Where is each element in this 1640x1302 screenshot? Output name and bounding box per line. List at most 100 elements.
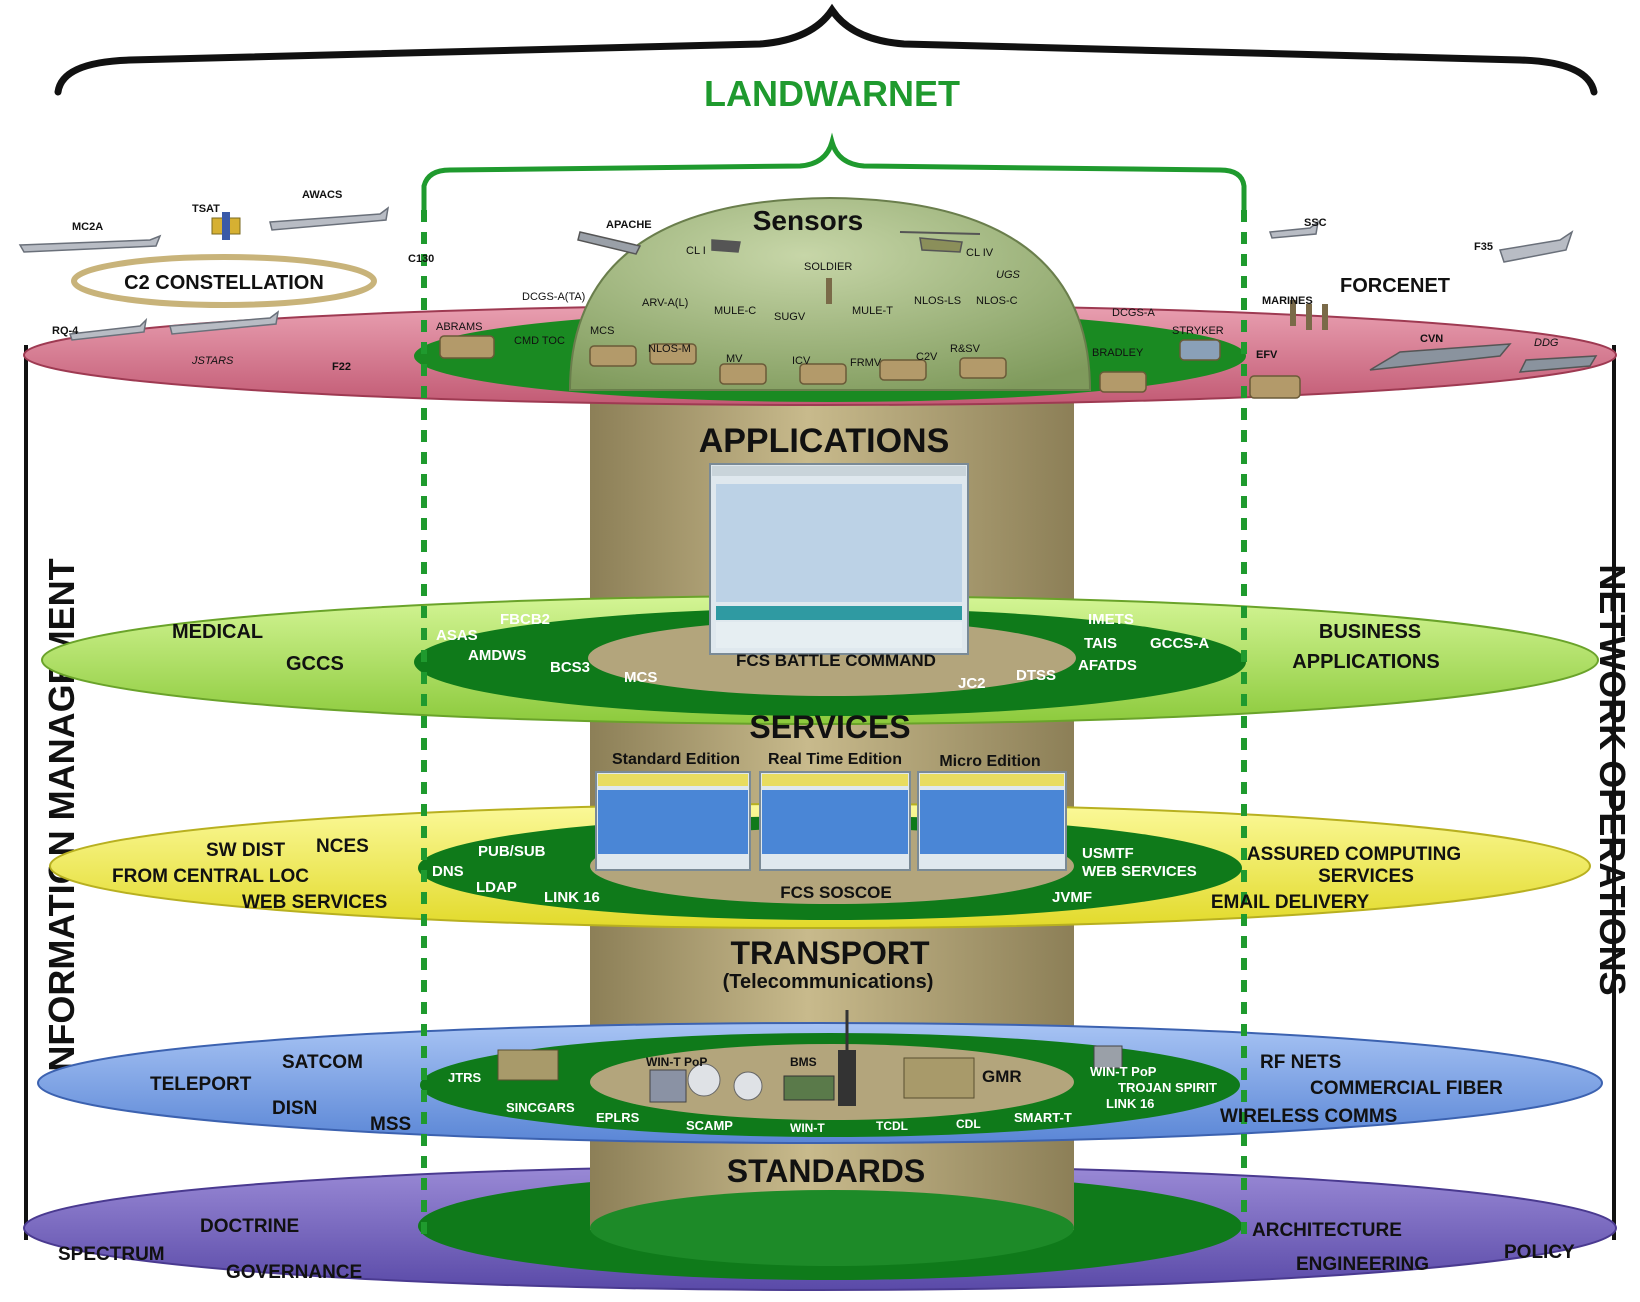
asset-label: TSAT: [192, 203, 220, 215]
asset-label: MV: [726, 353, 743, 365]
asset-label: NLOS-C: [976, 295, 1018, 307]
svc-label: EMAIL DELIVERY: [1211, 892, 1370, 913]
asset-label: BRADLEY: [1092, 347, 1144, 359]
asset-label: DCGS-A(TA): [522, 291, 585, 303]
tx-label: WIRELESS COMMS: [1220, 1106, 1397, 1127]
c2-constellation-label: C2 CONSTELLATION: [124, 272, 324, 294]
asset-label: MC2A: [72, 221, 103, 233]
svc-label: PUB/SUB: [478, 843, 546, 860]
applications-title: APPLICATIONS: [699, 422, 950, 460]
transport-center-labels: WIN-T PoP BMS WIN-T TCDL CDL GMR: [646, 1055, 1022, 1135]
tx-label: MSS: [370, 1114, 411, 1135]
app-label: MEDICAL: [172, 621, 263, 643]
std-label: DOCTRINE: [200, 1216, 299, 1237]
asset-label: STRYKER: [1172, 325, 1224, 337]
vehicle-icons: [439, 335, 1301, 399]
tx-label: RF NETS: [1260, 1052, 1341, 1073]
asset-label: SUGV: [774, 311, 806, 323]
app-label: GCCS-A: [1150, 635, 1209, 652]
asset-label: F22: [332, 361, 351, 373]
asset-label: DCGS-A: [1112, 307, 1155, 319]
asset-label: DDG: [1534, 337, 1559, 349]
services-right-labels: ASSURED COMPUTING SERVICES EMAIL DELIVER…: [1211, 844, 1461, 913]
applications-left-labels: MEDICAL GCCS: [172, 621, 344, 675]
fcs-soscoe-label: FCS SOSCOE: [780, 883, 891, 902]
asset-label: APACHE: [606, 219, 652, 231]
asset-label: ICV: [792, 355, 811, 367]
standards-title: STANDARDS: [727, 1153, 926, 1189]
transport-ring-labels: JTRS SINCGARS EPLRS SCAMP WIN-T PoP TROJ…: [448, 1064, 1217, 1133]
tx-label: EPLRS: [596, 1110, 640, 1125]
asset-label: ABRAMS: [436, 321, 482, 333]
services-ring-labels: PUB/SUB DNS LDAP LINK 16 USMTF WEB SERVI…: [432, 843, 1197, 906]
tx-label: TCDL: [876, 1119, 908, 1133]
asset-label: UGS: [996, 269, 1021, 281]
app-label: TAIS: [1084, 635, 1117, 652]
standards-right-labels: ARCHITECTURE ENGINEERING POLICY: [1252, 1220, 1575, 1275]
asset-label: F35: [1474, 241, 1493, 253]
app-label: JC2: [958, 675, 986, 692]
asset-label: MULE-C: [714, 305, 756, 317]
asset-label: NLOS-M: [648, 343, 691, 355]
tx-label: DISN: [272, 1098, 317, 1119]
battle-command-screenshot: [709, 463, 969, 655]
svc-label: NCES: [316, 836, 369, 857]
svc-label: SW DIST: [206, 840, 286, 861]
edition-labels: Standard Edition Real Time Edition Micro…: [612, 751, 1041, 770]
tx-label: CDL: [956, 1117, 981, 1131]
applications-right-labels: BUSINESS APPLICATIONS: [1292, 621, 1439, 673]
svc-label: FROM CENTRAL LOC: [112, 866, 309, 887]
asset-label: CVN: [1420, 333, 1443, 345]
tx-label: TELEPORT: [150, 1074, 252, 1095]
tx-label: SMART-T: [1014, 1110, 1072, 1125]
std-label: GOVERNANCE: [226, 1262, 362, 1283]
app-label: BUSINESS: [1319, 621, 1421, 643]
app-label: BCS3: [550, 659, 590, 676]
svc-label: JVMF: [1052, 889, 1092, 906]
svc-label: DNS: [432, 863, 464, 880]
asset-label: RQ-4: [52, 325, 79, 337]
dome-asset-labels: CL I CL IV SOLDIER UGS ARV-A(L) MULE-C S…: [436, 245, 1224, 369]
helicopter-icons: [577, 231, 981, 255]
svc-label: LINK 16: [544, 889, 600, 906]
app-label: FBCB2: [500, 611, 550, 628]
asset-label: ARV-A(L): [642, 297, 688, 309]
forcenet-label: FORCENET: [1340, 275, 1450, 297]
standards-left-labels: DOCTRINE SPECTRUM GOVERNANCE: [58, 1216, 362, 1283]
aircraft-icon: [18, 206, 1574, 341]
asset-label: CMD TOC: [514, 335, 565, 347]
services-left-labels: SW DIST NCES FROM CENTRAL LOC WEB SERVIC…: [112, 836, 387, 913]
left-asset-labels: MC2A TSAT AWACS C130 RQ-4 JSTARS F22 APA…: [52, 189, 652, 373]
tx-label: WIN-T PoP: [646, 1055, 707, 1069]
asset-label: MARINES: [1262, 295, 1313, 307]
asset-label: NLOS-LS: [914, 295, 961, 307]
svc-label: USMTF: [1082, 845, 1134, 862]
asset-label: CL IV: [966, 247, 994, 259]
sensors-title: Sensors: [753, 205, 864, 236]
tx-label: COMMERCIAL FIBER: [1310, 1078, 1503, 1099]
asset-label: MULE-T: [852, 305, 893, 317]
std-label: ENGINEERING: [1296, 1254, 1429, 1275]
transport-right-labels: RF NETS COMMERCIAL FIBER WIRELESS COMMS: [1220, 1052, 1503, 1127]
tx-label: TROJAN SPIRIT: [1118, 1080, 1217, 1095]
soldier-icons: [826, 278, 1328, 330]
ship-icon: [1369, 343, 1598, 373]
asset-label: EFV: [1256, 349, 1278, 361]
tx-label: SINCGARS: [506, 1100, 575, 1115]
tx-label: SATCOM: [282, 1052, 363, 1073]
app-label: MCS: [624, 669, 657, 686]
transport-equipment-icons: [497, 1010, 1123, 1106]
asset-label: C2V: [916, 351, 938, 363]
tx-label: WIN-T PoP: [1090, 1064, 1157, 1079]
fcs-battle-command-label: FCS BATTLE COMMAND: [736, 651, 936, 670]
network-operations-label: NETWORK OPERATIONS: [1592, 564, 1633, 995]
services-title: SERVICES: [749, 709, 910, 745]
tx-label: GMR: [982, 1067, 1022, 1086]
svc-label: LDAP: [476, 879, 517, 896]
edition-label: Micro Edition: [939, 753, 1040, 770]
transport-title: TRANSPORT: [730, 935, 930, 971]
satellite-icon: [211, 212, 241, 240]
cylinder-base: [590, 1190, 1074, 1266]
app-label: DTSS: [1016, 667, 1056, 684]
